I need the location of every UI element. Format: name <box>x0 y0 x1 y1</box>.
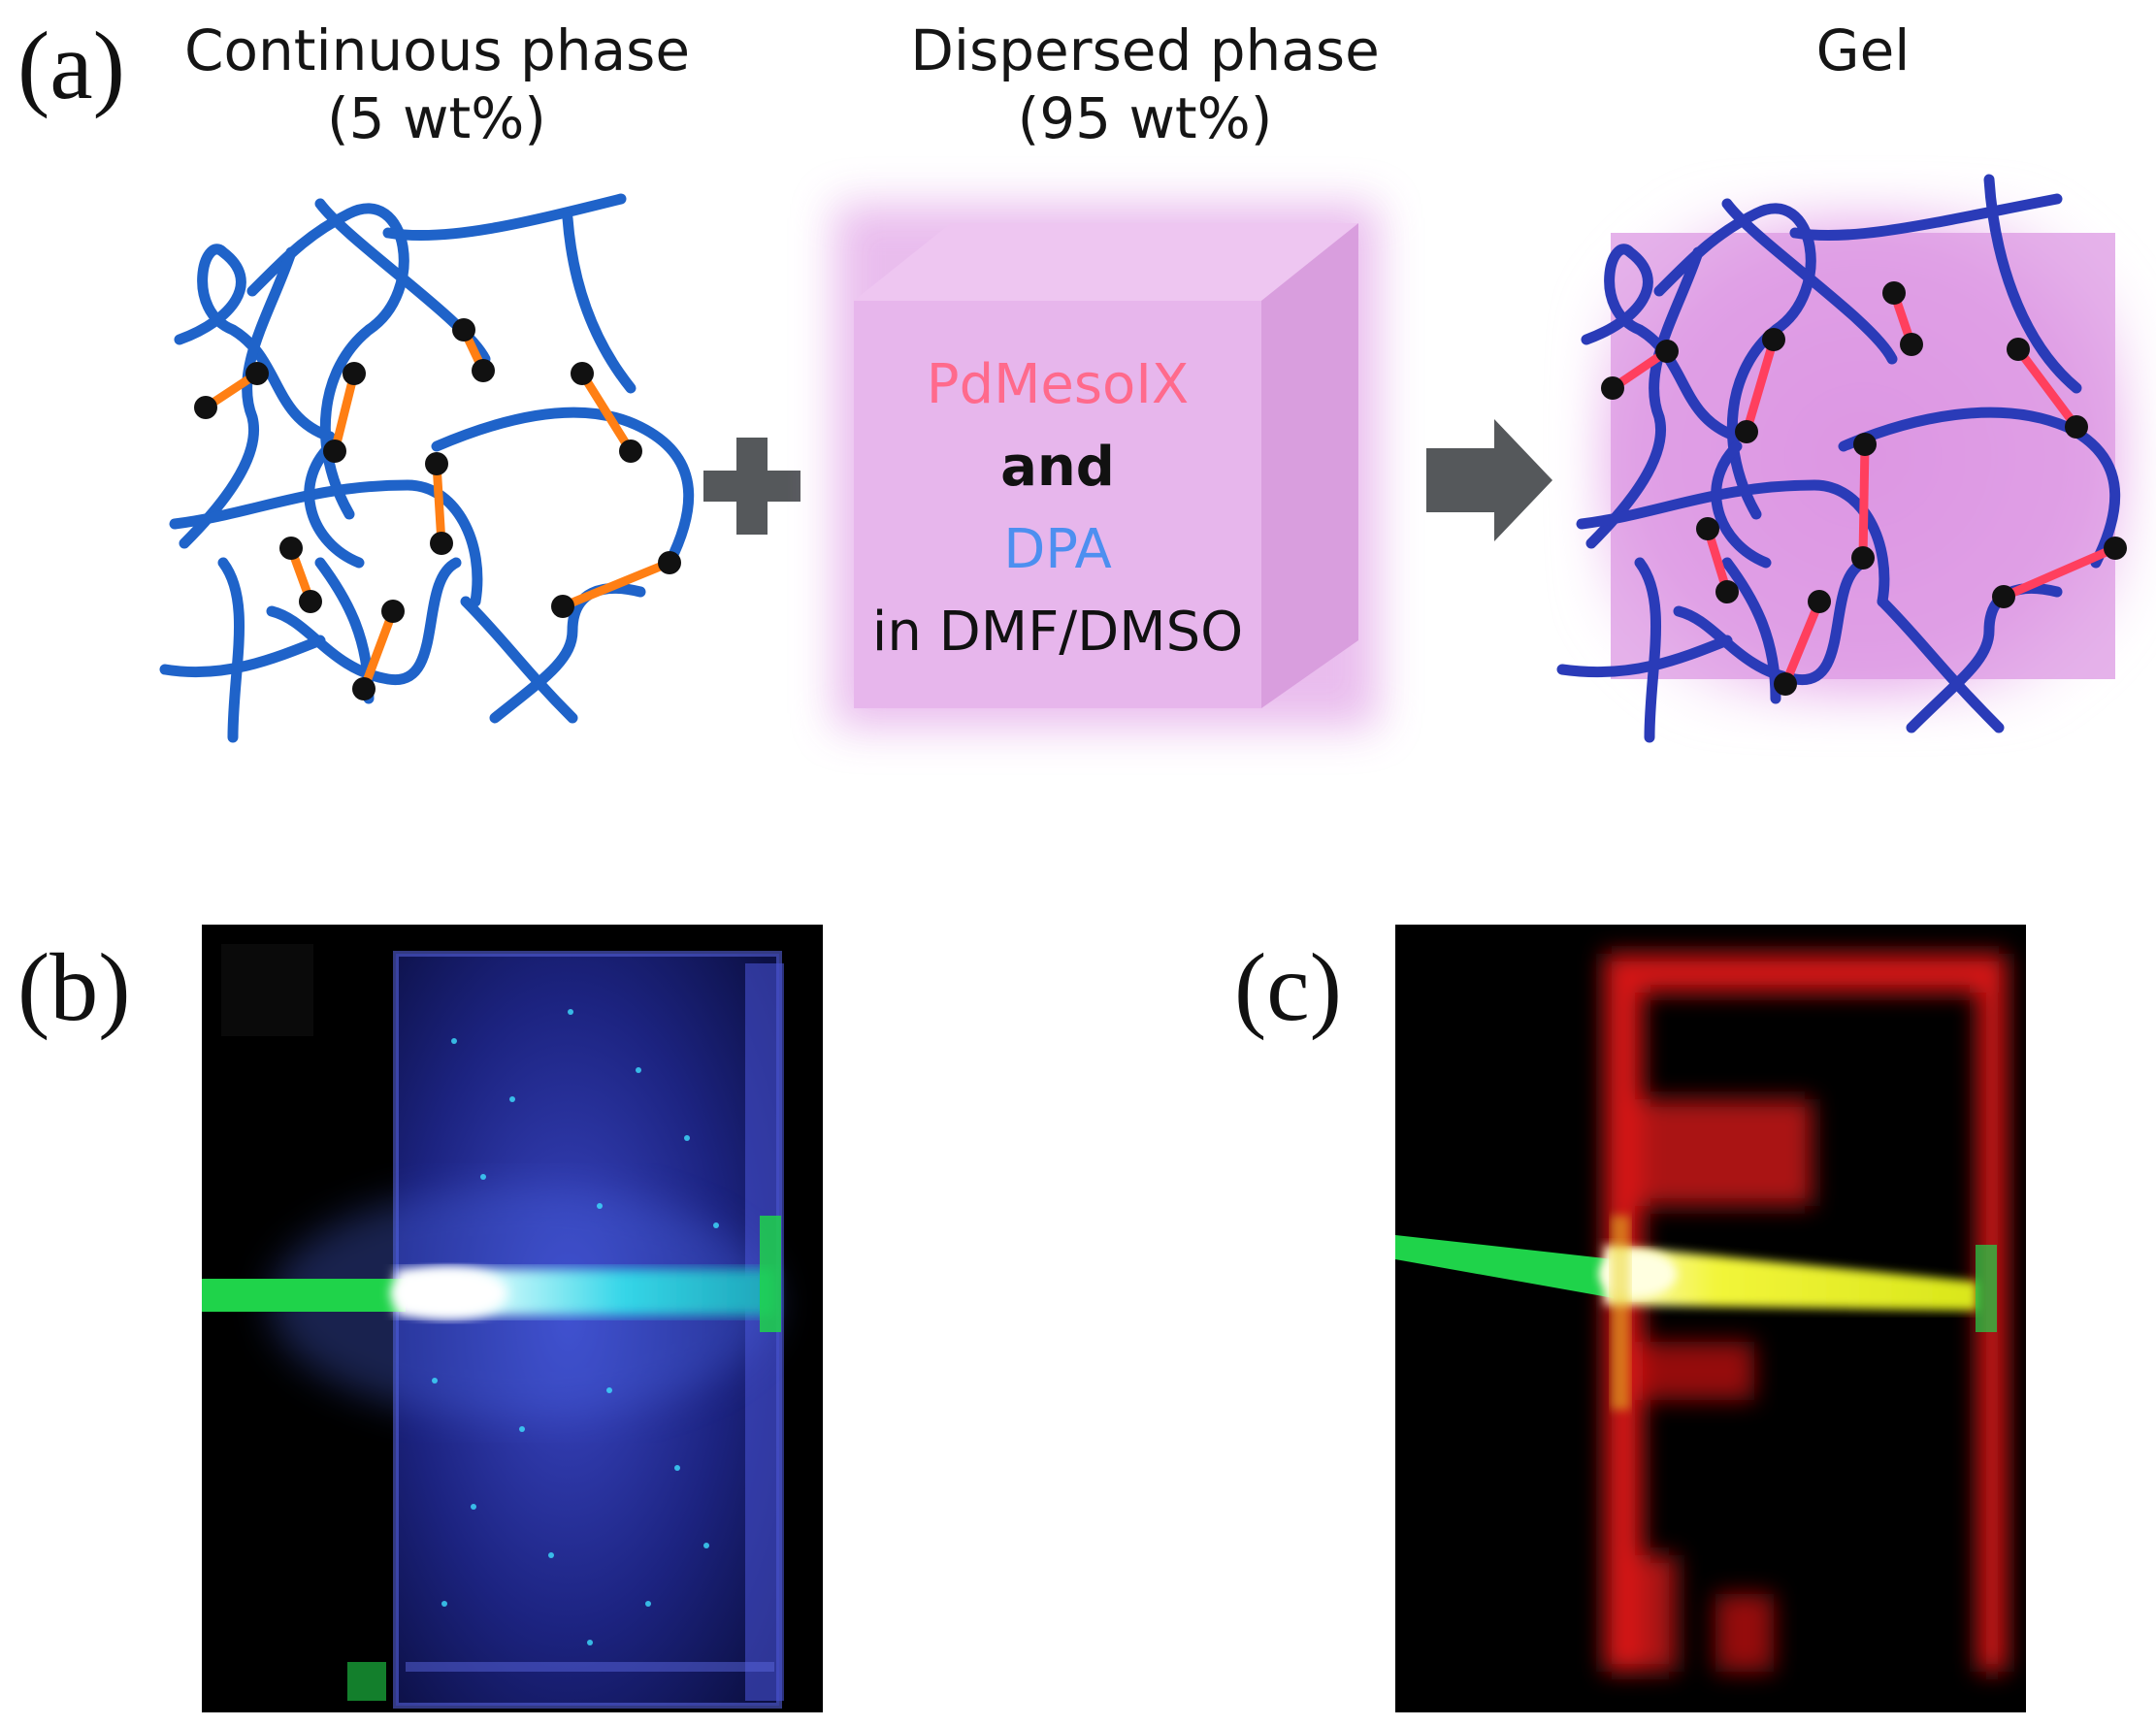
solvent-label: in DMF/DMSO <box>872 601 1243 664</box>
dispersed-phase-title: Dispersed phase <box>910 17 1380 83</box>
and-label: and <box>1000 436 1115 499</box>
dispersed-phase-amount: (95 wt%) <box>1017 84 1273 151</box>
photo-panel-c <box>1395 925 2026 1712</box>
gel-heading: Gel <box>1766 17 1960 85</box>
gel-network <box>1556 174 2135 743</box>
pdmesoix-label: PdMesoIX <box>927 353 1189 416</box>
arrow-right-icon <box>1426 419 1552 541</box>
photo-panel-b <box>202 925 823 1712</box>
panel-b-label: (b) <box>17 933 131 1041</box>
laser-beam <box>202 1279 406 1312</box>
red-emission-photo <box>1395 925 2026 1712</box>
panel-a-label: (a) <box>17 12 125 119</box>
polymer-network <box>159 193 695 743</box>
blue-emission-photo <box>202 925 823 1712</box>
continuous-phase-heading: Continuous phase (5 wt%) <box>184 17 691 152</box>
panel-c-label: (c) <box>1234 933 1342 1041</box>
plus-icon <box>703 438 800 535</box>
dpa-label: DPA <box>1003 518 1112 581</box>
gel-title: Gel <box>1815 17 1911 83</box>
continuous-phase-title: Continuous phase <box>184 17 691 83</box>
laser-beam-c <box>1395 1235 1614 1298</box>
dispersed-phase-cube: PdMesoIX and DPA in DMF/DMSO <box>834 204 1378 728</box>
dispersed-phase-heading: Dispersed phase (95 wt%) <box>893 17 1397 152</box>
crosslink-nodes <box>194 318 681 700</box>
continuous-phase-amount: (5 wt%) <box>327 84 546 151</box>
schematic-panel-a: PdMesoIX and DPA in DMF/DMSO <box>159 174 2135 743</box>
